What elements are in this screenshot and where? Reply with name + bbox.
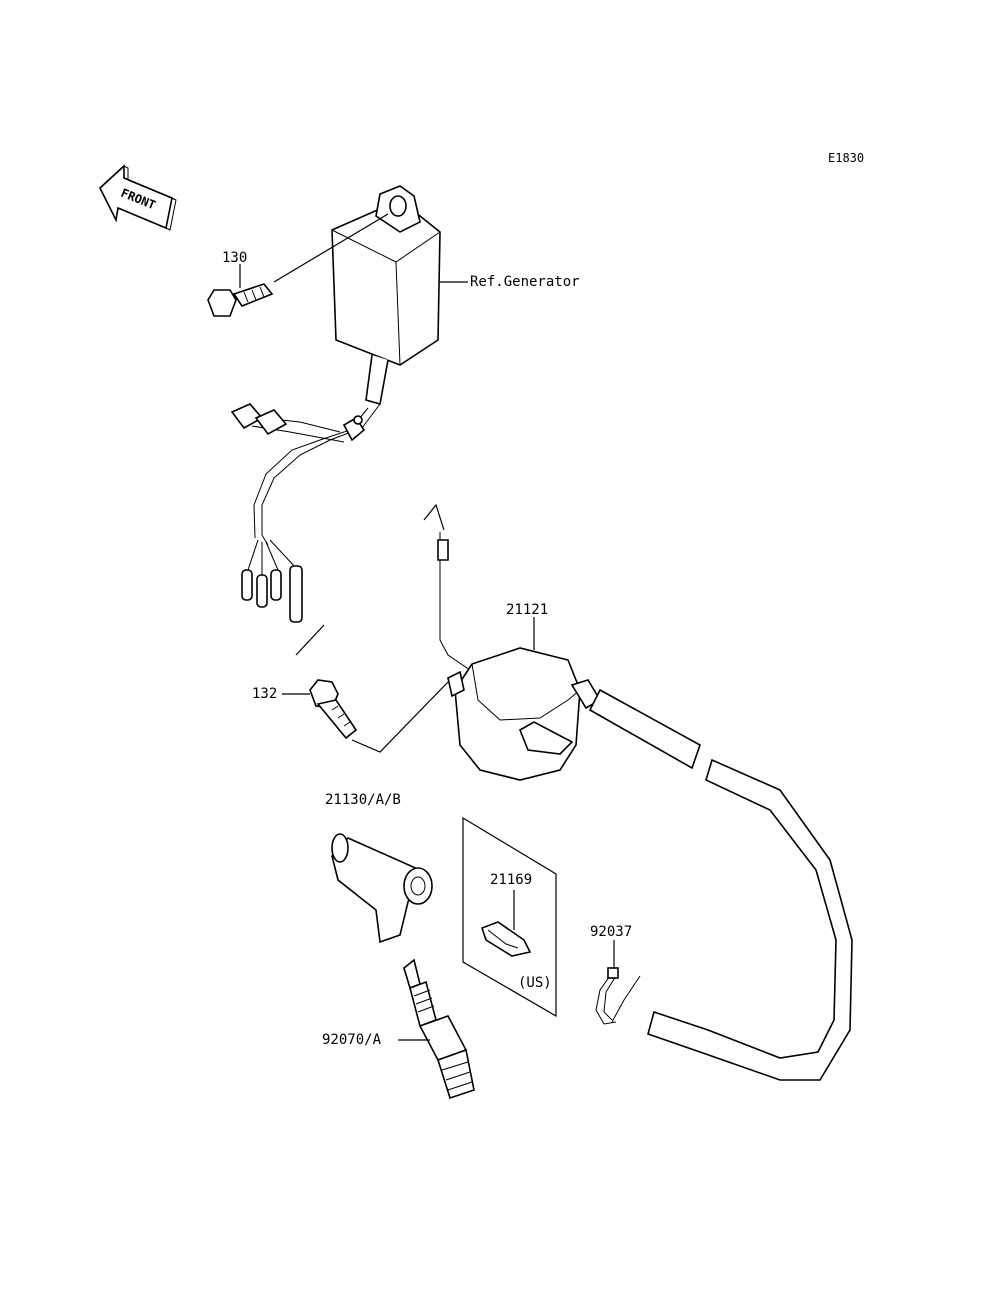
clip-region-label: (US) bbox=[518, 975, 552, 991]
diagram-code: E1830 bbox=[828, 151, 864, 165]
break-mark bbox=[423, 503, 445, 531]
high-tension-lead bbox=[647, 758, 853, 1081]
front-arrow-icon: FRONT bbox=[99, 164, 177, 231]
band-label: 92037 bbox=[590, 924, 632, 940]
ignition-coil-label: 21121 bbox=[506, 602, 548, 618]
bolt-130-label: 130 bbox=[222, 250, 247, 266]
generator-harness bbox=[230, 403, 381, 623]
clip-21169-icon bbox=[480, 921, 532, 957]
plug-cap-icon bbox=[331, 833, 433, 944]
plug-cap-label: 21130/A/B bbox=[325, 792, 401, 808]
break-mark bbox=[295, 624, 325, 656]
clip-label: 21169 bbox=[490, 872, 532, 888]
bolt-130-icon bbox=[207, 283, 274, 317]
clip-inset-box bbox=[462, 816, 557, 1018]
ref-generator-label: Ref.Generator bbox=[470, 274, 580, 290]
bolt-132-icon bbox=[309, 679, 358, 740]
band-92037-icon bbox=[595, 967, 641, 1025]
spark-plug-icon bbox=[403, 958, 475, 1100]
spark-plug-label: 92070/A bbox=[322, 1032, 382, 1048]
bolt-132-label: 132 bbox=[252, 686, 277, 702]
ref-generator-unit bbox=[331, 185, 441, 406]
ignition-coil bbox=[437, 532, 701, 781]
